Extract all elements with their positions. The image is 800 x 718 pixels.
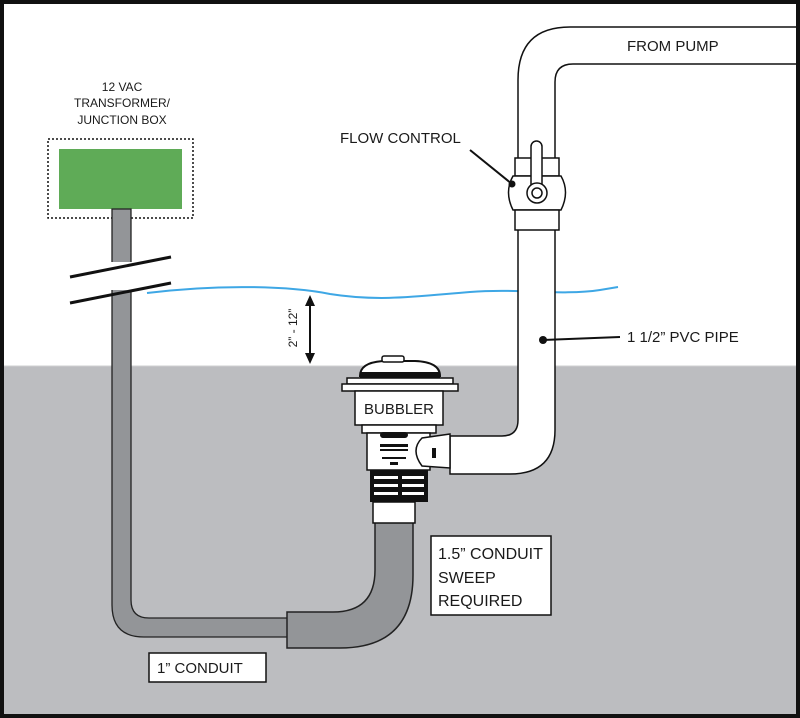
cmp-logo bbox=[380, 432, 408, 465]
pvc-pipe-vertical bbox=[449, 227, 556, 475]
bubbler-unit: BUBBLER bbox=[341, 355, 459, 524]
conduit-1in-callout: 1” CONDUIT bbox=[148, 652, 267, 683]
transformer-label-line1: 12 VAC bbox=[102, 80, 143, 94]
transformer-box bbox=[59, 149, 182, 209]
from-pump-label: FROM PUMP bbox=[627, 38, 719, 55]
conduit-sweep-label-line2: SWEEP bbox=[438, 570, 496, 587]
conduit-1in-label: 1” CONDUIT bbox=[157, 660, 243, 677]
pvc-pipe-top bbox=[517, 26, 797, 161]
flow-control-leader bbox=[469, 149, 513, 185]
conduit-sweep-label-line3: REQUIRED bbox=[438, 593, 522, 610]
ball-valve-icon bbox=[507, 140, 567, 231]
conduit-sweep-label-line1: 1.5” CONDUIT bbox=[438, 546, 543, 563]
pvc-pipe-leader-dot bbox=[539, 336, 547, 344]
depth-range-label: 2” - 12” bbox=[286, 309, 300, 348]
pvc-pipe-leader bbox=[542, 336, 621, 341]
transformer-label-line3: JUNCTION BOX bbox=[77, 113, 166, 127]
bubbler-label: BUBBLER bbox=[364, 401, 434, 418]
flow-control-label: FLOW CONTROL bbox=[340, 130, 461, 147]
pvc-pipe-label: 1 1/2” PVC PIPE bbox=[627, 329, 739, 346]
conduit-sweep-1-5in bbox=[286, 521, 414, 649]
conduit-sweep-callout: 1.5” CONDUIT SWEEP REQUIRED bbox=[430, 535, 552, 616]
transformer-label-line2: TRANSFORMER/ bbox=[74, 96, 171, 110]
flow-control-leader-dot bbox=[508, 180, 516, 188]
double-arrow-vertical-icon bbox=[305, 295, 315, 364]
pipe-break-icon bbox=[69, 255, 172, 305]
